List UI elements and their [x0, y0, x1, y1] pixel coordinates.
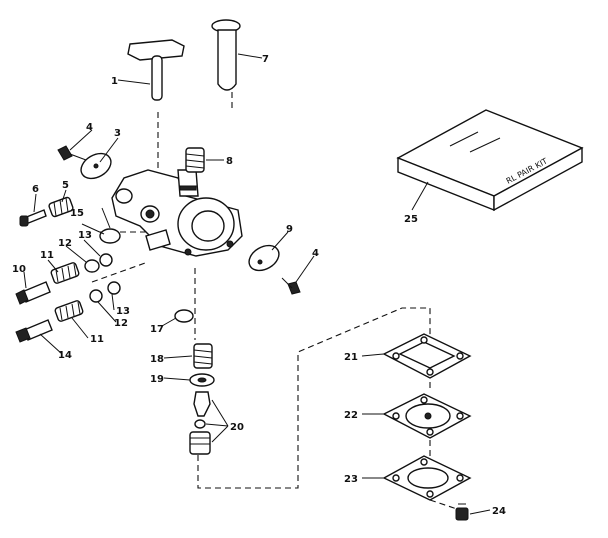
callout-4: 4	[86, 122, 93, 133]
spring-part	[193, 343, 213, 369]
needle-spring-part	[54, 300, 84, 322]
throttle-plate-part	[80, 152, 112, 180]
screw-part	[57, 145, 87, 161]
callout-1: 1	[111, 76, 118, 87]
callout-15: 15	[70, 208, 84, 219]
callout-3: 3	[114, 128, 121, 139]
cover-plate-part	[382, 455, 472, 501]
choke-shaft-part	[211, 19, 241, 91]
callout-11: 11	[40, 250, 54, 261]
gasket-part	[99, 228, 121, 244]
callout-25: 25	[404, 214, 418, 225]
o-ring-part	[99, 253, 113, 267]
idle-screw-part	[19, 209, 47, 227]
callout-13: 13	[78, 230, 92, 241]
callout-8: 8	[226, 156, 233, 167]
callout-5: 5	[62, 180, 69, 191]
o-ring-part	[107, 281, 121, 295]
washer-part	[189, 373, 215, 387]
repair-kit-box: RL PAIR KIT	[396, 109, 584, 212]
choke-spring-part	[185, 147, 205, 173]
washer-part	[84, 259, 100, 273]
callout-11: 11	[90, 334, 104, 345]
callout-6: 6	[32, 184, 39, 195]
callout-7: 7	[262, 54, 269, 65]
fitting-part	[189, 391, 211, 455]
callout-17: 17	[150, 324, 164, 335]
callout-12: 12	[58, 238, 72, 249]
screw-part	[455, 503, 469, 521]
callout-13: 13	[116, 306, 130, 317]
throttle-shaft-part	[127, 39, 185, 101]
callout-21: 21	[344, 352, 358, 363]
idle-spring-part	[48, 196, 74, 218]
callout-20: 20	[230, 422, 244, 433]
callout-24: 24	[492, 506, 506, 517]
gasket-part	[174, 309, 194, 323]
callout-labels: 1 3 4 4 5 6 7 8 9 10 11 11 12 12 13 13 1…	[12, 54, 506, 517]
screw-part	[281, 277, 301, 295]
callout-18: 18	[150, 354, 164, 365]
washer-part	[89, 289, 103, 303]
diaphragm-part	[382, 393, 472, 439]
needle-spring-part	[50, 262, 80, 284]
gasket-plate-part	[382, 333, 472, 379]
callout-4: 4	[312, 248, 319, 259]
callout-19: 19	[150, 374, 164, 385]
callout-23: 23	[344, 474, 358, 485]
callout-12: 12	[114, 318, 128, 329]
leader-lines	[23, 53, 491, 515]
callout-10: 10	[12, 264, 26, 275]
callout-14: 14	[58, 350, 72, 361]
callout-9: 9	[286, 224, 293, 235]
mixture-needle-part	[15, 319, 53, 343]
callout-22: 22	[344, 410, 358, 421]
mixture-needle-part	[15, 281, 51, 305]
carburetor-body	[111, 169, 243, 257]
choke-plate-part	[248, 244, 280, 272]
